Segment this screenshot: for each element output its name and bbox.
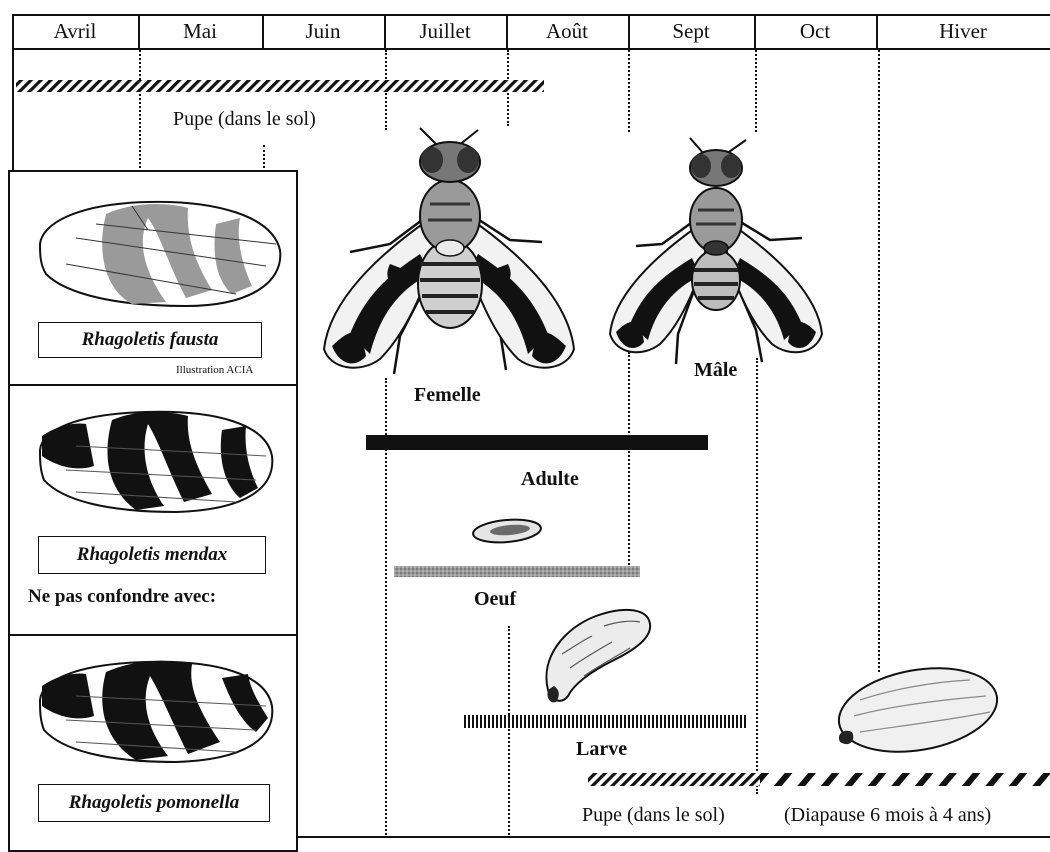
adult-label: Adulte bbox=[521, 468, 579, 491]
larva-bar bbox=[464, 715, 746, 728]
pupa-bar-bottom bbox=[588, 773, 760, 786]
fausta-name-box: Rhagoletis fausta bbox=[38, 322, 262, 358]
pupa-bottom-label: Pupe (dans le sol) bbox=[582, 804, 725, 827]
pomonella-name: Rhagoletis pomonella bbox=[69, 792, 240, 814]
species-panel-mendax: Rhagoletis mendax Ne pas confondre avec: bbox=[8, 384, 298, 638]
pupa-bar-top bbox=[16, 80, 544, 92]
female-fly-illustration bbox=[320, 124, 580, 384]
species-panel-pomonella: Rhagoletis pomonella bbox=[8, 634, 298, 852]
confuse-note: Ne pas confondre avec: bbox=[28, 586, 216, 608]
egg-bar bbox=[394, 566, 640, 577]
pomonella-name-box: Rhagoletis pomonella bbox=[38, 784, 270, 822]
mendax-name: Rhagoletis mendax bbox=[77, 544, 227, 566]
adult-bar bbox=[366, 435, 708, 450]
larva-label: Larve bbox=[576, 738, 627, 761]
mendax-wing-illustration bbox=[36, 406, 276, 516]
egg-illustration bbox=[470, 516, 544, 546]
larva-illustration bbox=[534, 598, 654, 708]
egg-label: Oeuf bbox=[474, 588, 516, 611]
pomonella-wing-illustration bbox=[36, 656, 276, 766]
diapause-label: (Diapause 6 mois à 4 ans) bbox=[784, 804, 991, 827]
mendax-name-box: Rhagoletis mendax bbox=[38, 536, 266, 574]
fausta-name: Rhagoletis fausta bbox=[82, 329, 219, 351]
fausta-wing-illustration bbox=[36, 194, 286, 314]
diapause-bar bbox=[760, 773, 1050, 786]
species-panel-fausta: Rhagoletis fausta Illustration ACIA bbox=[8, 170, 298, 388]
illustration-credit: Illustration ACIA bbox=[176, 364, 253, 376]
male-fly-illustration bbox=[606, 134, 826, 374]
female-label: Femelle bbox=[414, 384, 481, 407]
pupa-top-label: Pupe (dans le sol) bbox=[173, 108, 316, 131]
pupa-illustration bbox=[830, 660, 1000, 760]
